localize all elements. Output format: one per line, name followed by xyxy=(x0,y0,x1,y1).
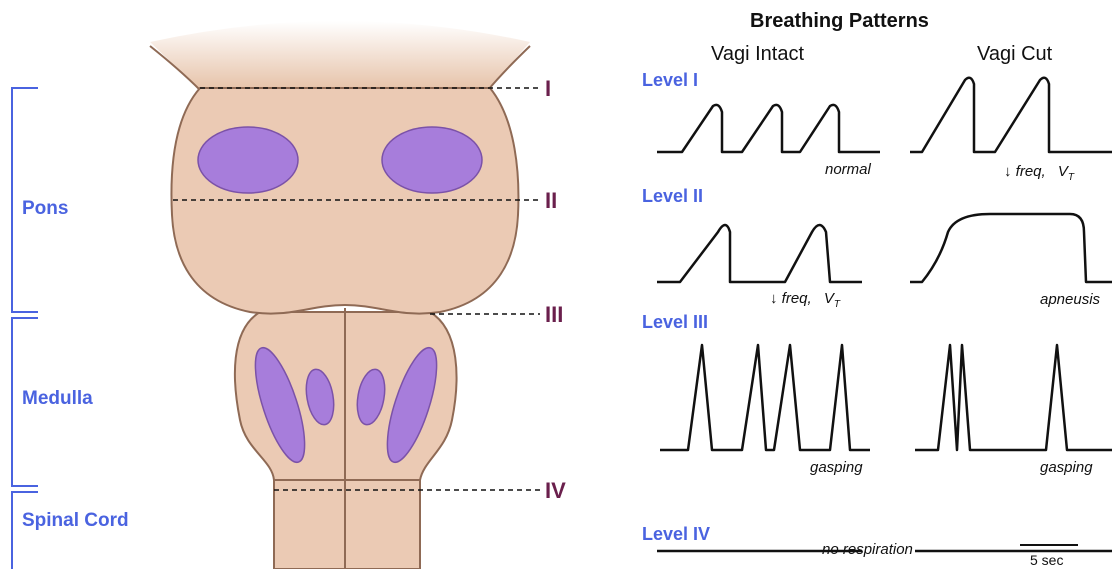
note-level3-cut: gasping xyxy=(1040,459,1093,476)
note-level2-cut: apneusis xyxy=(1040,291,1101,308)
brainstem-illustration xyxy=(150,21,530,569)
pons-nucleus-right xyxy=(382,127,482,193)
level-heading-1: Level I xyxy=(642,70,698,90)
column-header-vagi-cut: Vagi Cut xyxy=(977,43,1053,65)
level-heading-2: Level II xyxy=(642,186,703,206)
region-label-spinal-cord: Spinal Cord xyxy=(22,510,129,531)
note-level1-cut-arrow: ↓ freq, xyxy=(1004,163,1046,180)
cut-label-iii: III xyxy=(545,302,563,327)
midbrain-fade xyxy=(150,21,530,90)
region-label-pons: Pons xyxy=(22,198,68,219)
region-brackets xyxy=(12,88,38,569)
region-label-medulla: Medulla xyxy=(22,388,93,409)
trace-level3-cut xyxy=(915,345,1112,450)
panel-title: Breathing Patterns xyxy=(750,10,929,32)
note-level2-intact-arrow: ↓ freq, xyxy=(770,290,812,307)
note-level2-intact-sub: T xyxy=(834,299,841,310)
trace-level2-cut xyxy=(910,214,1112,282)
trace-level1-cut xyxy=(910,78,1112,152)
cut-label-i: I xyxy=(545,76,551,101)
note-level1-cut: ↓ freq, VT xyxy=(1004,163,1075,183)
trace-level1-intact xyxy=(657,105,880,152)
scale-bar-label: 5 sec xyxy=(1030,552,1063,568)
trace-level3-intact xyxy=(660,345,870,450)
spinal-cord xyxy=(274,470,420,569)
note-level2-intact: ↓ freq, VT xyxy=(770,290,841,310)
note-level4: no respiration xyxy=(822,541,913,558)
trace-level2-intact xyxy=(657,225,862,282)
note-level1-intact: normal xyxy=(825,161,872,178)
pons-nucleus-left xyxy=(198,127,298,193)
note-level3-intact: gasping xyxy=(810,459,863,476)
column-header-vagi-intact: Vagi Intact xyxy=(711,43,804,65)
cut-label-iv: IV xyxy=(545,478,566,503)
pons xyxy=(171,88,518,314)
note-level1-cut-sub: T xyxy=(1068,172,1075,183)
level-heading-4: Level IV xyxy=(642,524,710,544)
level-heading-3: Level III xyxy=(642,312,708,332)
cut-label-ii: II xyxy=(545,188,557,213)
